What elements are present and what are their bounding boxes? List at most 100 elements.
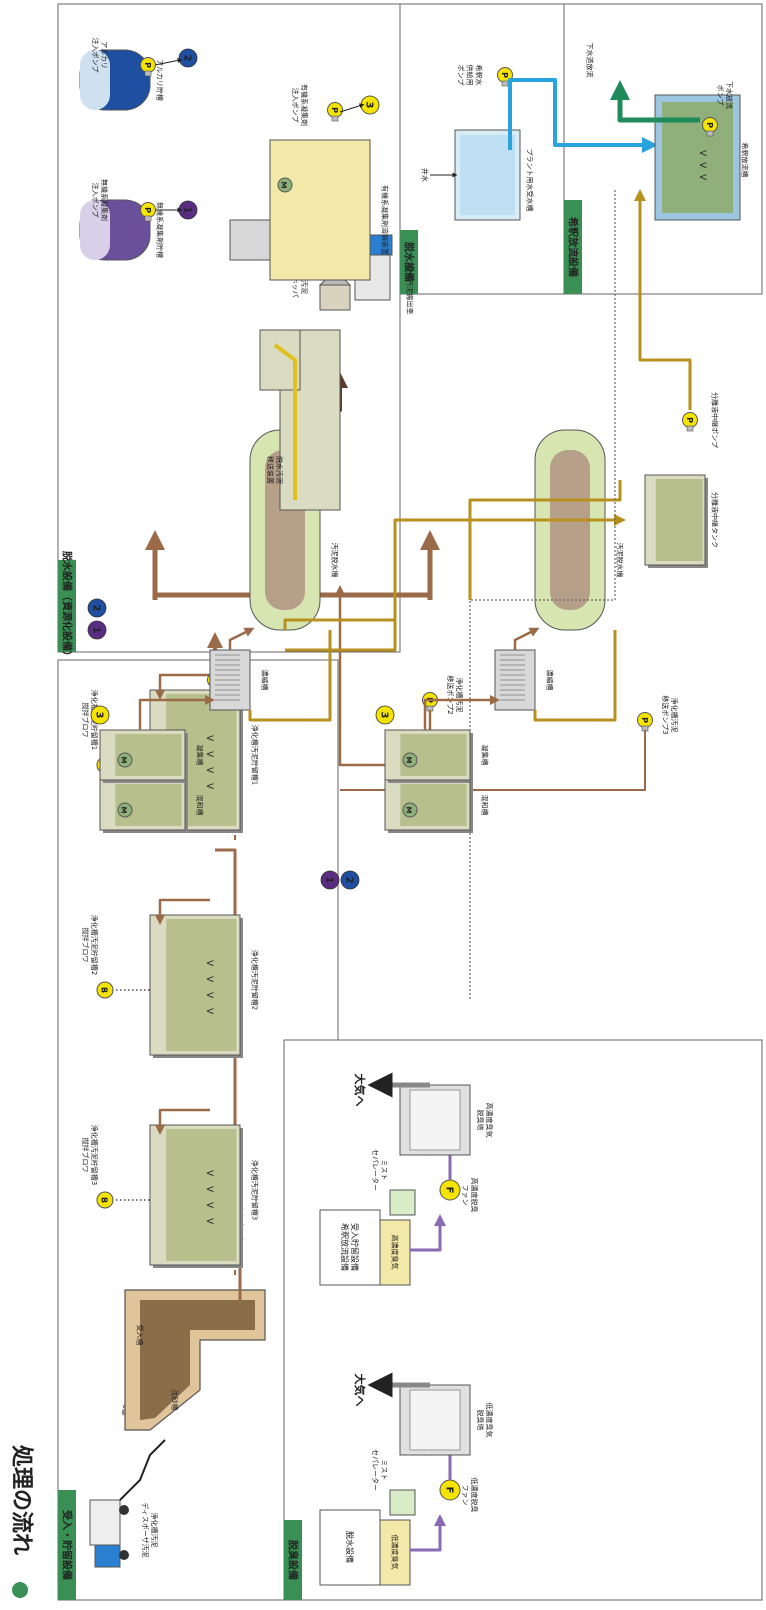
svg-text:凝集槽: 凝集槽: [196, 745, 205, 766]
mix-motor-icon-2: M: [402, 802, 418, 818]
section-title-dewater: 脱水設備（資源化設備）: [61, 551, 74, 661]
cake-conveyor: [259, 329, 341, 511]
separated-2: [468, 480, 622, 600]
svg-text:沈砂槽: 沈砂槽: [171, 1390, 180, 1411]
water-level-mark: V: [204, 976, 214, 983]
dewater-unit-label-1: 汚泥脱水機: [331, 543, 340, 578]
svg-text:3: 3: [364, 102, 375, 109]
water-level-mark: V: [204, 992, 214, 999]
water-level-mark: V: [204, 1218, 214, 1225]
floc-tank-label-1: 凝集槽: [196, 745, 205, 766]
svg-text:P: P: [143, 62, 152, 68]
svg-text:F: F: [444, 1187, 455, 1194]
floc-tank-1: [99, 729, 188, 783]
svg-text:3: 3: [94, 712, 105, 719]
floc-motor-icon-1: M: [117, 752, 133, 768]
floc-to-thicken-2: [423, 695, 500, 730]
svg-text:F: F: [444, 1487, 455, 1494]
chem-badge-3-train1: 3: [90, 705, 110, 725]
floc-to-thicken-1: [138, 695, 215, 730]
alkali-tank: [79, 49, 151, 111]
mix-tank-label-1: 混和槽: [196, 795, 205, 816]
svg-text:浄化槽汚泥貯留槽2: 浄化槽汚泥貯留槽2: [251, 950, 260, 1010]
plant-tank-label: プラント用水受水槽: [526, 149, 535, 212]
svg-text:M: M: [120, 757, 128, 764]
water-level-mark: V: [697, 150, 707, 157]
chem-badge-3-train2: 3: [375, 705, 395, 725]
thicken-tank-label-1: 濃縮槽: [261, 670, 270, 691]
receiving-tank: [124, 1289, 266, 1431]
high-fan-icon: F: [439, 1179, 461, 1201]
high-air-1: [410, 1214, 446, 1252]
blower-icon-2: B: [96, 981, 114, 999]
svg-text:セパレーター: セパレーター: [371, 1449, 380, 1491]
svg-text:分離液中継タンク: 分離液中継タンク: [711, 492, 720, 548]
sewer-line: [610, 80, 700, 123]
svg-text:有機系凝集剤: 有機系凝集剤: [300, 84, 309, 126]
high-to-air-label: 大気へ: [353, 1074, 367, 1107]
storage-tank-label-3: 浄化槽汚泥貯留槽3: [251, 1160, 260, 1220]
organic-dissolver: [229, 139, 371, 281]
svg-text:脱水設備: 脱水設備: [345, 1531, 355, 1563]
high-gas-box: [379, 1219, 411, 1286]
svg-text:2: 2: [91, 605, 102, 612]
svg-text:ミスト: ミスト: [380, 1160, 388, 1181]
svg-text:脱水設備（資源化設備）: 脱水設備（資源化設備）: [61, 551, 74, 661]
low-gas-label: 低濃度臭気: [391, 1535, 400, 1570]
water-level-mark: V: [204, 783, 214, 790]
svg-text:注入ポンプ: 注入ポンプ: [91, 183, 100, 218]
svg-text:P: P: [685, 417, 694, 423]
svg-text:汚泥脱水機: 汚泥脱水機: [616, 543, 625, 578]
svg-text:高濃度脱臭: 高濃度脱臭: [470, 1178, 479, 1213]
deodor-section-frame: [283, 1039, 763, 1601]
floc-tank-label-2: 凝集槽: [481, 745, 490, 766]
svg-text:希釈水: 希釈水: [475, 65, 484, 86]
chem-badge-1-train2: 1: [320, 870, 340, 890]
chem-badge-2-train2: 2: [340, 870, 360, 890]
dilute-line: [508, 78, 658, 153]
section-title-discharge: 希釈放流設備: [567, 216, 580, 277]
svg-text:脱臭塔: 脱臭塔: [476, 1410, 485, 1431]
water-level-mark: V: [204, 751, 214, 758]
section-bar-discharge: [564, 200, 582, 294]
svg-text:無機系凝集剤貯槽: 無機系凝集剤貯槽: [156, 202, 165, 258]
tank-inlet-1: [155, 673, 210, 700]
svg-text:M: M: [120, 807, 128, 814]
high-source-box: [319, 1209, 381, 1286]
organic-badge: 3: [360, 95, 380, 115]
svg-text:浄化槽汚泥貯留槽3: 浄化槽汚泥貯留槽3: [251, 1160, 260, 1220]
svg-text:3: 3: [379, 712, 390, 719]
inorganic-tank-label: 無機系凝集剤貯槽: [156, 202, 165, 258]
svg-text:低濃度脱臭: 低濃度脱臭: [470, 1478, 479, 1513]
mix-tank-2: [384, 779, 473, 833]
svg-text:撹拌ブロワ: 撹拌ブロワ: [81, 928, 90, 963]
svg-text:高濃度臭気: 高濃度臭気: [391, 1235, 400, 1270]
mix-motor-icon-1: M: [117, 802, 133, 818]
svg-text:P: P: [640, 717, 649, 723]
page-title: 処理の流れ: [8, 1445, 34, 1555]
water-level-mark: V: [204, 735, 214, 742]
section-bar-deodor: [284, 1520, 302, 1600]
svg-text:脱水汚泥: 脱水汚泥: [275, 456, 284, 484]
svg-text:希釈放流設備: 希釈放流設備: [340, 1223, 350, 1271]
low-air-1: [410, 1514, 446, 1552]
svg-text:分離液中継ポンプ: 分離液中継ポンプ: [711, 392, 720, 448]
svg-text:2: 2: [182, 55, 193, 62]
thicken-to-unit-1: [228, 627, 255, 650]
svg-text:ディスポーザ汚泥: ディスポーザ汚泥: [141, 1502, 150, 1557]
svg-text:浄化槽汚泥: 浄化槽汚泥: [455, 678, 464, 713]
svg-text:移送装置: 移送装置: [266, 456, 275, 484]
water-level-mark: V: [204, 767, 214, 774]
thicken-to-unit-2: [513, 627, 540, 650]
unit-return-1: [248, 630, 332, 722]
